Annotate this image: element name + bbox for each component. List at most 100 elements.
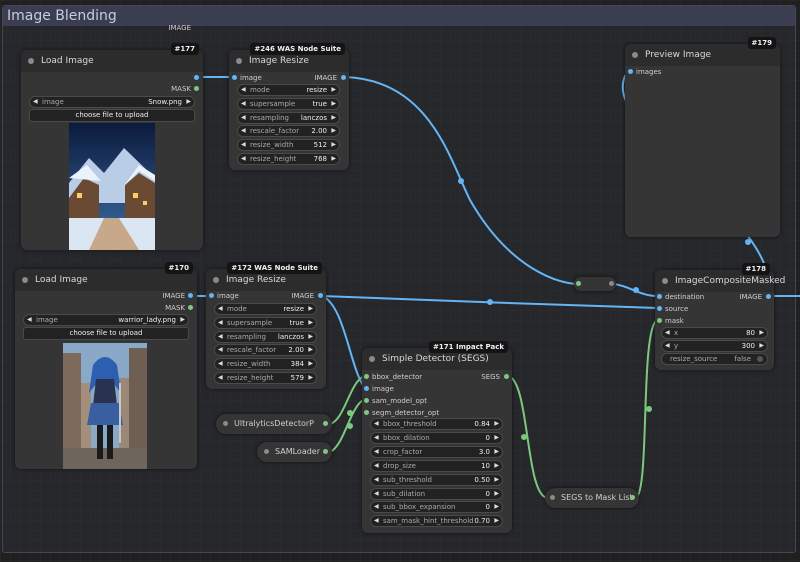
node-title-bar[interactable]: ImageCompositeMasked xyxy=(655,270,785,292)
choose-file-button[interactable]: choose file to upload xyxy=(23,327,189,340)
output-image-socket[interactable] xyxy=(766,294,771,299)
collapse-dot-icon[interactable] xyxy=(632,52,638,58)
output-mask-socket[interactable] xyxy=(194,86,199,91)
node-title-bar[interactable]: Image Resize xyxy=(229,50,349,72)
input-image-socket[interactable] xyxy=(364,386,369,391)
output-socket[interactable] xyxy=(323,449,328,454)
arrow-left-icon[interactable]: ◀ xyxy=(374,447,379,455)
output-image-socket[interactable] xyxy=(341,75,346,80)
arrow-right-icon[interactable]: ▶ xyxy=(308,360,313,368)
arrow-left-icon[interactable]: ◀ xyxy=(374,489,379,497)
reroute-input-socket[interactable] xyxy=(576,281,581,286)
arrow-right-icon[interactable]: ▶ xyxy=(494,517,499,525)
arrow-right-icon[interactable]: ▶ xyxy=(308,332,313,340)
node-sam-loader[interactable]: SAMLoader xyxy=(257,442,332,462)
arrow-left-icon[interactable]: ◀ xyxy=(241,127,246,135)
arrow-left-icon[interactable]: ◀ xyxy=(374,517,379,525)
choose-file-button[interactable]: choose file to upload xyxy=(29,109,195,122)
node-load-image-170[interactable]: Load Image #170 IMAGE MASK ◀ image warri… xyxy=(15,262,197,469)
arrow-left-icon[interactable]: ◀ xyxy=(665,329,670,336)
input-image-socket[interactable] xyxy=(232,75,237,80)
arrow-left-icon[interactable]: ◀ xyxy=(218,346,223,354)
input-images-socket[interactable] xyxy=(628,69,633,74)
arrow-right-icon[interactable]: ▶ xyxy=(331,155,336,162)
arrow-left-icon[interactable]: ◀ xyxy=(33,98,38,105)
arrow-right-icon[interactable]: ▶ xyxy=(331,113,336,121)
reroute-output-socket[interactable] xyxy=(609,281,614,286)
input-source-socket[interactable] xyxy=(657,306,662,311)
arrow-left-icon[interactable]: ◀ xyxy=(241,113,246,121)
arrow-left-icon[interactable]: ◀ xyxy=(218,318,223,326)
collapse-dot-icon[interactable] xyxy=(662,278,668,284)
node-title-bar[interactable]: Load Image xyxy=(21,50,203,72)
arrow-left-icon[interactable]: ◀ xyxy=(218,305,223,312)
collapse-dot-icon[interactable] xyxy=(264,449,269,454)
node-title-bar[interactable]: Preview Image xyxy=(625,44,780,66)
input-destination-socket[interactable] xyxy=(657,294,662,299)
arrow-right-icon[interactable]: ▶ xyxy=(180,316,185,323)
arrow-right-icon[interactable]: ▶ xyxy=(331,141,336,149)
node-image-resize-172[interactable]: Image Resize #172 WAS Node Suite image I… xyxy=(206,262,326,389)
node-load-image-177[interactable]: Load Image #177 IMAGE MASK ◀ image Snow.… xyxy=(21,24,203,250)
output-segs-socket[interactable] xyxy=(504,374,509,379)
node-ultralytics-detector[interactable]: UltralyticsDetectorP xyxy=(216,414,332,434)
output-mask-socket[interactable] xyxy=(188,305,193,310)
collapse-dot-icon[interactable] xyxy=(22,277,28,283)
arrow-right-icon[interactable]: ▶ xyxy=(331,86,336,93)
arrow-right-icon[interactable]: ▶ xyxy=(494,447,499,455)
arrow-right-icon[interactable]: ▶ xyxy=(759,329,764,336)
node-segs-to-mask-list[interactable]: SEGS to Mask List xyxy=(545,488,639,508)
node-title-bar[interactable]: Image Resize xyxy=(206,269,326,291)
input-mask-socket[interactable] xyxy=(657,318,662,323)
input-socket[interactable] xyxy=(550,495,555,500)
arrow-left-icon[interactable]: ◀ xyxy=(218,374,223,381)
arrow-left-icon[interactable]: ◀ xyxy=(374,475,379,483)
node-preview-image-179[interactable]: Preview Image #179 images xyxy=(625,37,780,237)
output-image-socket[interactable] xyxy=(188,293,193,298)
node-reroute[interactable] xyxy=(574,277,616,291)
arrow-left-icon[interactable]: ◀ xyxy=(27,316,32,323)
arrow-right-icon[interactable]: ▶ xyxy=(494,420,499,427)
input-bbox-detector-socket[interactable] xyxy=(364,374,369,379)
arrow-left-icon[interactable]: ◀ xyxy=(374,420,379,427)
arrow-right-icon[interactable]: ▶ xyxy=(494,433,499,441)
y-widget[interactable]: ◀ y 300 ▶ xyxy=(661,340,768,352)
collapse-dot-icon[interactable] xyxy=(223,421,228,426)
node-image-resize-246[interactable]: Image Resize #246 WAS Node Suite image I… xyxy=(229,43,349,170)
collapse-dot-icon[interactable] xyxy=(213,277,219,283)
arrow-right-icon[interactable]: ▶ xyxy=(186,98,191,105)
node-title-bar[interactable]: Simple Detector (SEGS) xyxy=(362,348,512,370)
arrow-left-icon[interactable]: ◀ xyxy=(241,99,246,107)
output-socket[interactable] xyxy=(323,421,328,426)
arrow-right-icon[interactable]: ▶ xyxy=(494,461,499,469)
arrow-left-icon[interactable]: ◀ xyxy=(241,86,246,93)
collapse-dot-icon[interactable] xyxy=(28,58,34,64)
arrow-left-icon[interactable]: ◀ xyxy=(374,503,379,511)
arrow-right-icon[interactable]: ▶ xyxy=(494,503,499,511)
image-select-widget[interactable]: ◀ image Snow.png ▶ xyxy=(29,96,195,108)
arrow-right-icon[interactable]: ▶ xyxy=(308,318,313,326)
node-title-bar[interactable]: Load Image xyxy=(15,269,197,291)
arrow-left-icon[interactable]: ◀ xyxy=(374,461,379,469)
image-select-widget[interactable]: ◀ image warrior_lady.png ▶ xyxy=(23,314,189,326)
arrow-right-icon[interactable]: ▶ xyxy=(308,374,313,381)
arrow-right-icon[interactable]: ▶ xyxy=(494,489,499,497)
output-image-socket[interactable] xyxy=(318,293,323,298)
collapse-dot-icon[interactable] xyxy=(369,356,375,362)
arrow-left-icon[interactable]: ◀ xyxy=(665,342,670,349)
